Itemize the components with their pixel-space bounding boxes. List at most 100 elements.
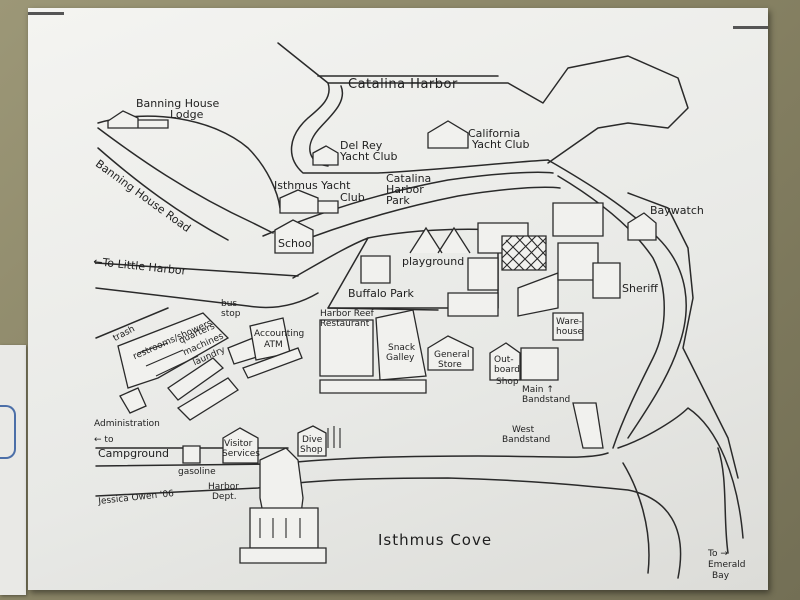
- label-buffalo-park: Buffalo Park: [348, 287, 414, 300]
- label-outboard-1: Out-: [494, 355, 514, 365]
- label-to-emerald-2: Emerald: [708, 560, 746, 570]
- harbor-reef-building: [319, 319, 374, 377]
- waterfront-deck: [319, 379, 427, 394]
- banning-hill: [97, 115, 281, 209]
- label-isthmus-cove: Isthmus Cove: [378, 531, 493, 549]
- label-administration: Administration: [94, 419, 160, 429]
- accounting-shelf: [242, 347, 303, 379]
- restrooms-lines: [137, 342, 199, 377]
- label-atm: ATM: [264, 340, 283, 350]
- dive-shop-building: [297, 425, 327, 457]
- label-dive: Dive: [302, 435, 323, 445]
- label-del-rey-1: Del Rey: [340, 139, 383, 152]
- right-building-2: [557, 242, 599, 281]
- playground-swings: [409, 226, 471, 254]
- lattice-building: [501, 235, 547, 271]
- label-bus: bus: [221, 299, 238, 309]
- label-catalina-park-1: Catalina: [386, 172, 432, 185]
- label-accounting: Accounting: [254, 329, 305, 339]
- label-del-rey-2: Yacht Club: [340, 150, 398, 163]
- right-building-3: [592, 262, 621, 299]
- label-visitor: Visitor: [224, 439, 253, 449]
- park-road-bottom: [282, 186, 561, 249]
- label-west-bandstand-1: West: [512, 425, 535, 435]
- arrow-up-icon: ↑: [546, 385, 554, 395]
- label-harbor-reef-1: Harbor Reef: [320, 309, 374, 319]
- label-general: General: [434, 350, 470, 360]
- label-services: Services: [222, 449, 260, 459]
- label-baywatch: Baywatch: [650, 204, 704, 217]
- left-boundary: [95, 307, 169, 339]
- little-harbor-road-2: [95, 287, 319, 309]
- right-building-1: [552, 202, 604, 237]
- central-building-4: [517, 272, 559, 317]
- label-warehouse-2: house: [556, 327, 584, 337]
- label-outboard-2: board: [494, 365, 520, 375]
- map-sheet: Catalina Harbor Banning House Lodge Bann…: [28, 8, 768, 590]
- label-campground: Campground: [98, 447, 170, 460]
- label-to-emerald-3: Bay: [712, 571, 730, 581]
- outboard-shop-building: [489, 342, 521, 381]
- label-to-emerald-1: To →: [708, 550, 728, 559]
- label-playground: playground: [402, 255, 465, 268]
- warehouse-building: [552, 312, 584, 341]
- arrow-right-icon: →: [720, 549, 728, 559]
- baywatch-road: [627, 192, 739, 479]
- label-store: Store: [438, 360, 462, 370]
- buffalo-park-building: [360, 255, 391, 284]
- label-isthmus-yacht: Isthmus Yacht: [274, 179, 351, 192]
- harbor-dept-dock: [239, 547, 327, 564]
- lower-right-road-2: [622, 462, 650, 574]
- central-building-1: [467, 257, 499, 291]
- map-drawing: [95, 42, 744, 579]
- school-building: [274, 219, 314, 254]
- right-road-1: [547, 159, 687, 439]
- laundry-strip-2: [176, 377, 239, 421]
- main-bandstand-building: [520, 347, 559, 381]
- label-sheriff: Sheriff: [622, 282, 658, 295]
- west-bandstand-building: [572, 402, 604, 449]
- administration-building: [119, 387, 147, 414]
- right-road-2: [557, 175, 665, 449]
- label-banning-lodge: Lodge: [170, 108, 204, 121]
- label-galley: Galley: [386, 353, 415, 363]
- banning-house-building: [107, 110, 169, 129]
- label-school: School: [278, 237, 315, 250]
- central-building-2: [447, 292, 499, 317]
- banning-road-2: [97, 147, 229, 241]
- banning-road-1: [97, 127, 274, 234]
- snack-galley-building: [375, 309, 427, 381]
- waterfront-bottom: [95, 477, 682, 579]
- campground-building: [182, 445, 201, 464]
- tape-top-left: [28, 12, 64, 15]
- label-gasoline: gasoline: [178, 467, 216, 477]
- label-main-bandstand-1: Main ↑: [522, 386, 554, 395]
- harbor-shoreline: [277, 42, 689, 164]
- label-snack: Snack: [388, 343, 416, 353]
- tape-top-right: [733, 26, 768, 29]
- adjacent-sheet: [0, 345, 26, 595]
- label-banning-house: Banning House: [136, 97, 220, 110]
- label-west-bandstand-2: Bandstand: [502, 435, 551, 445]
- label-isthmus-club: Club: [340, 191, 365, 204]
- label-harbor-dept-1: Harbor: [208, 482, 239, 492]
- label-california-2: Yacht Club: [472, 138, 530, 151]
- adjacent-sheet-drawing: [0, 405, 16, 459]
- park-road-top: [262, 171, 554, 237]
- label-catalina-harbor: Catalina Harbor: [348, 77, 458, 92]
- label-catalina-park-3: Park: [386, 194, 410, 207]
- label-main-text: Main: [522, 385, 544, 395]
- label-california-1: California: [468, 127, 521, 140]
- little-harbor-road-1: [95, 262, 299, 277]
- del-rey-building: [312, 145, 339, 166]
- lattice-pattern: [501, 235, 547, 271]
- lower-right-road: [617, 407, 744, 539]
- label-main-bandstand-2: Bandstand: [522, 395, 571, 405]
- dive-flags: [327, 426, 341, 448]
- label-warehouse-1: Ware-: [556, 317, 583, 327]
- arrow-left-icon-2: ←: [94, 435, 102, 445]
- visitor-services-building: [222, 427, 259, 464]
- label-to-emerald-text: To: [708, 549, 718, 559]
- label-harbor-dept-2: Dept.: [212, 492, 237, 502]
- california-yacht-club-building: [427, 120, 469, 149]
